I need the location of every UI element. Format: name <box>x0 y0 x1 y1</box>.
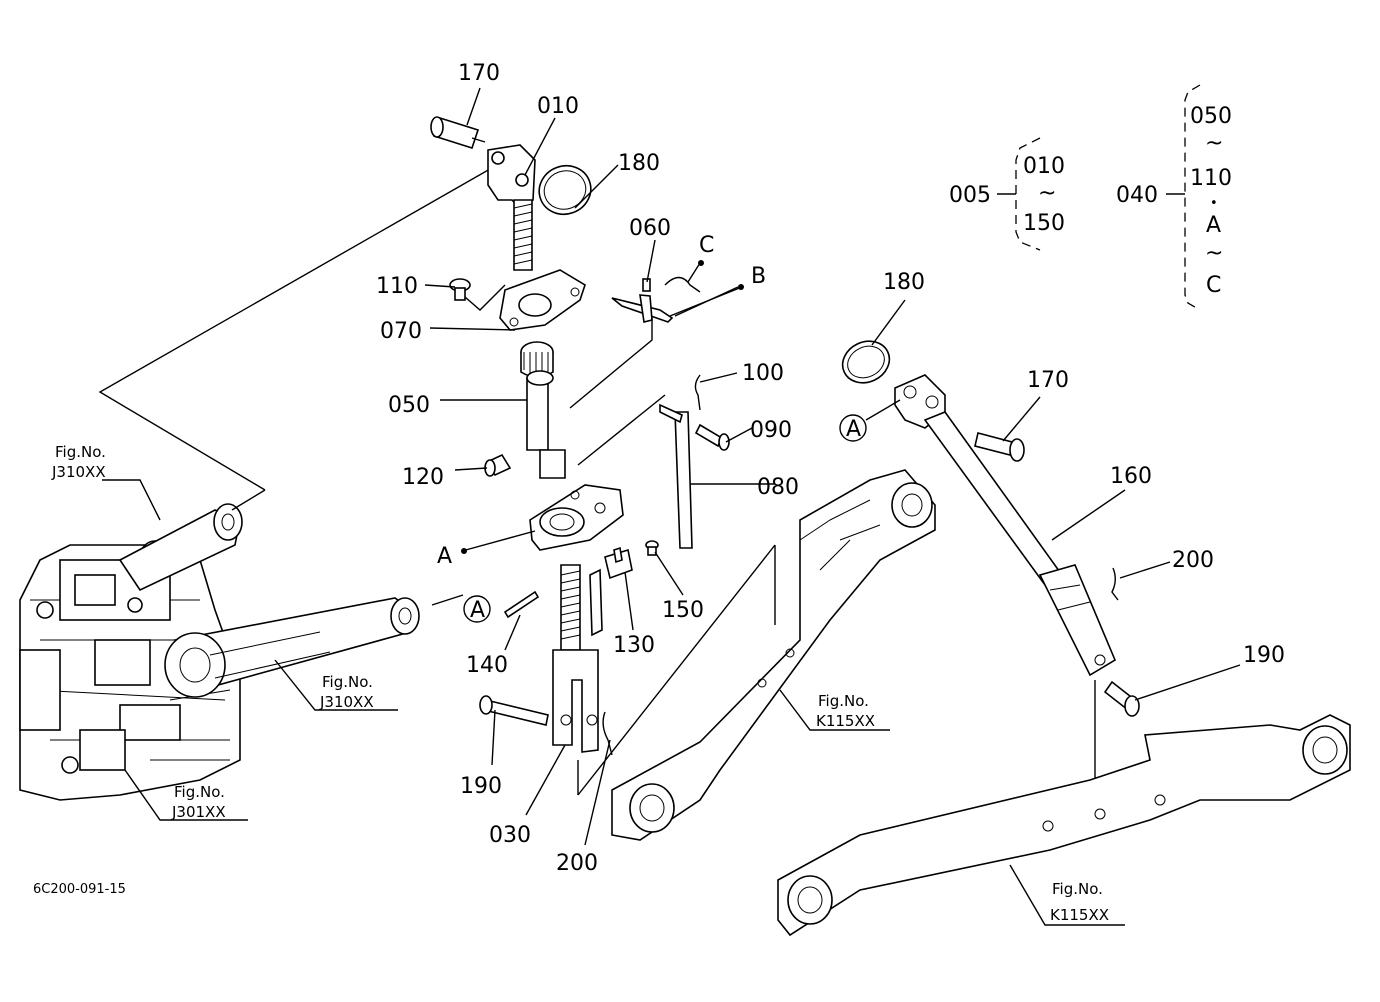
label-150: 150 <box>662 598 704 623</box>
top-link-bracket-010 <box>487 144 536 271</box>
figref-1-title: Fig.No. <box>55 443 106 461</box>
ring-180-right <box>841 340 891 384</box>
rod-080 <box>659 403 693 549</box>
clevis-030 <box>552 564 603 753</box>
group-005-bottom: 150 <box>1023 211 1065 236</box>
lift-arm-upper <box>118 503 243 592</box>
label-140: 140 <box>466 653 508 678</box>
bolt-150 <box>645 540 659 556</box>
label-050: 050 <box>388 393 430 418</box>
ring-180-top <box>538 164 592 216</box>
figref-5-title: Fig.No. <box>1052 880 1103 898</box>
label-200-left: 200 <box>556 851 598 876</box>
lever-060-assembly <box>611 276 701 323</box>
group-040-l5: A <box>1206 213 1221 238</box>
label-a: A <box>437 544 452 569</box>
label-010: 010 <box>537 94 579 119</box>
label-090: 090 <box>750 418 792 443</box>
group-040-id: 040 <box>1116 183 1158 208</box>
label-030: 030 <box>489 823 531 848</box>
circle-a-left <box>463 595 491 623</box>
group-005-top: 010 <box>1023 154 1065 179</box>
grease-nipple-120 <box>484 453 512 477</box>
figref-3-title: Fig.No. <box>174 783 225 801</box>
dot-C <box>698 260 704 266</box>
group-040-l6: ~ <box>1205 241 1223 266</box>
label-060: 060 <box>629 216 671 241</box>
label-080: 080 <box>757 475 799 500</box>
cotter-200-right <box>1111 567 1119 601</box>
figref-4-title: Fig.No. <box>818 692 869 710</box>
shaft-050 <box>520 341 566 479</box>
lift-housing <box>529 484 624 551</box>
cotter-100 <box>694 374 701 411</box>
lift-rod-160 <box>923 411 1117 677</box>
figref-1-code: J310XX <box>51 463 106 481</box>
label-070: 070 <box>380 319 422 344</box>
lower-link-right <box>777 680 1351 937</box>
circle-a-right-text: A <box>846 417 861 442</box>
group-005-tilde: ~ <box>1038 181 1056 206</box>
label-200-right: 200 <box>1172 548 1214 573</box>
dot-B <box>738 284 744 290</box>
figref-2-title: Fig.No. <box>322 673 373 691</box>
lift-arm-right <box>164 597 420 698</box>
figref-4-code: K115XX <box>816 712 875 730</box>
figref-3-code: J301XX <box>171 803 226 821</box>
group-040-l1: 050 <box>1190 104 1232 129</box>
group-005-id: 005 <box>949 183 991 208</box>
lower-link-left <box>611 469 936 841</box>
label-180-top: 180 <box>618 151 660 176</box>
label-170-right: 170 <box>1027 368 1069 393</box>
group-040-l3: 110 <box>1190 166 1232 191</box>
figref-5-code: K115XX <box>1050 906 1109 924</box>
pin-190-right <box>1103 680 1140 717</box>
cotter-200-left <box>602 711 613 756</box>
label-b: B <box>751 264 766 289</box>
label-100: 100 <box>742 361 784 386</box>
label-130: 130 <box>613 633 655 658</box>
circle-a-left-text: A <box>470 598 485 623</box>
pin-090 <box>694 423 730 451</box>
label-190-right: 190 <box>1243 643 1285 668</box>
bolt-110 <box>449 278 506 311</box>
circle-a-right <box>839 414 867 442</box>
dot-A <box>461 548 467 554</box>
group-005-bracket <box>997 137 1041 251</box>
group-040-l4: • <box>1210 196 1218 211</box>
group-040-bracket <box>1166 84 1201 311</box>
group-040-l2: ~ <box>1205 131 1223 156</box>
label-190-left: 190 <box>460 774 502 799</box>
drawing-code: 6C200-091-15 <box>33 882 126 897</box>
pin-170-top <box>430 116 486 149</box>
label-170-top: 170 <box>458 61 500 86</box>
label-180-right: 180 <box>883 270 925 295</box>
label-110: 110 <box>376 274 418 299</box>
plate-070 <box>499 269 586 331</box>
pin-190-left <box>479 695 549 726</box>
pin-170-right <box>974 432 1025 462</box>
leader-lines <box>102 87 1241 926</box>
spring-pin-140 <box>503 590 540 619</box>
label-160: 160 <box>1110 464 1152 489</box>
group-040-l7: C <box>1206 273 1221 298</box>
label-120: 120 <box>402 465 444 490</box>
figref-2-code: J310XX <box>319 693 374 711</box>
clamp-130 <box>604 546 633 580</box>
label-c: C <box>699 233 714 258</box>
